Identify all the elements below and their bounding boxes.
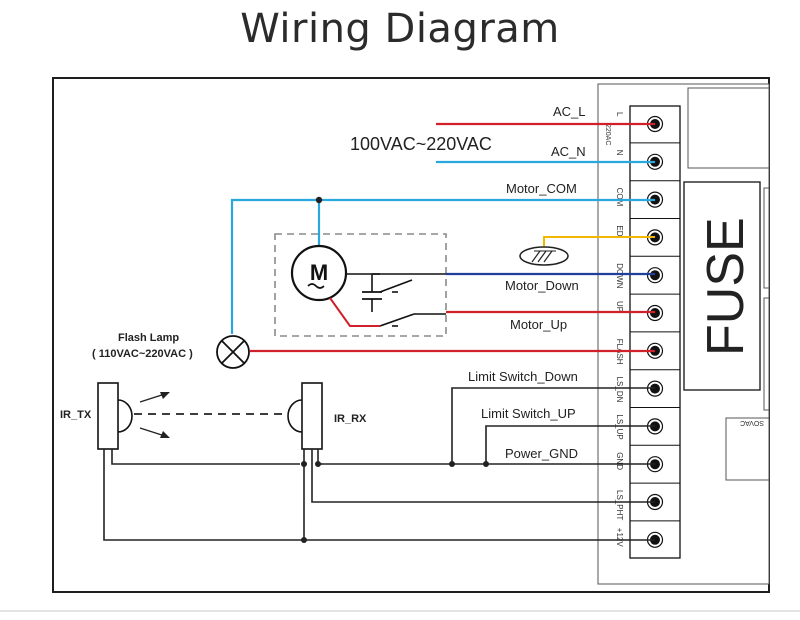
page-title: Wiring Diagram: [240, 6, 560, 52]
terminal-label-n: N: [615, 150, 624, 156]
ir-tx-label: IR_TX: [60, 409, 92, 421]
motor-com-wire: Motor_COM: [230, 181, 655, 334]
edge-sensor-icon: [519, 246, 569, 266]
bottom-divider: [0, 610, 800, 612]
wire-label-power-gnd: Power_GND: [505, 446, 578, 461]
board-small-text: SOVAC: [740, 419, 764, 426]
ir-tx-sensor: [97, 382, 119, 450]
terminal-label-12v: +12V: [615, 528, 624, 548]
terminal-label-ed: ED: [615, 225, 624, 236]
wire-label-ac-n: AC_N: [551, 144, 586, 159]
wire-label-limit-switch-down: Limit Switch_Down: [468, 369, 578, 384]
motor-symbol: [290, 244, 348, 302]
ir-photocells: IR_TX IR_RX: [60, 382, 655, 543]
wire-label-limit-switch-up: Limit Switch_UP: [481, 406, 576, 421]
terminal-screw-down: [650, 270, 660, 281]
motor-assembly: M: [274, 233, 452, 337]
motor-symbol-letter: M: [310, 260, 328, 285]
ir-rx-label: IR_RX: [334, 413, 367, 425]
wire-label-motor-up: Motor_Up: [510, 317, 567, 332]
fuse-box: [683, 181, 761, 391]
motor-direction-wires: Motor_Down Motor_Up: [446, 272, 655, 332]
controller-board: FUSE SOVAC 220AC LNCOMEDDOWNUPFLASHLS_DN…: [597, 83, 770, 585]
edge-sensor: [519, 236, 655, 266]
fuse-label: FUSE: [697, 217, 755, 356]
terminal-label-ls-pht: LS_PHT: [615, 490, 624, 520]
terminal-label-com: COM: [615, 188, 624, 207]
ac-input: AC_L AC_N 100VAC~220VAC: [350, 104, 655, 164]
terminal-label-l: L: [615, 112, 624, 117]
ir-rx-sensor: [301, 382, 323, 450]
wire-label-motor-down: Motor_Down: [505, 278, 579, 293]
limit-and-ground-wires: Limit Switch_Down Limit Switch_UP Power_…: [316, 369, 655, 467]
wire-label-ac-l: AC_L: [553, 104, 586, 119]
flash-lamp-name: Flash Lamp: [118, 332, 179, 344]
terminal-label-ls-dn: LS_DN: [615, 377, 624, 403]
supply-voltage-label: 100VAC~220VAC: [350, 134, 492, 154]
terminal-group-label: 220AC: [604, 124, 611, 145]
flash-lamp: Flash Lamp ( 110VAC~220VAC ): [92, 332, 655, 369]
terminal-label-up: UP: [615, 301, 624, 312]
flash-lamp-voltage: ( 110VAC~220VAC ): [92, 348, 193, 360]
terminal-label-ls-up: LS_UP: [615, 414, 624, 439]
wire-label-motor-com: Motor_COM: [506, 181, 577, 196]
terminal-label-down: DOWN: [615, 263, 624, 289]
terminal-label-gnd: GND: [615, 452, 624, 470]
